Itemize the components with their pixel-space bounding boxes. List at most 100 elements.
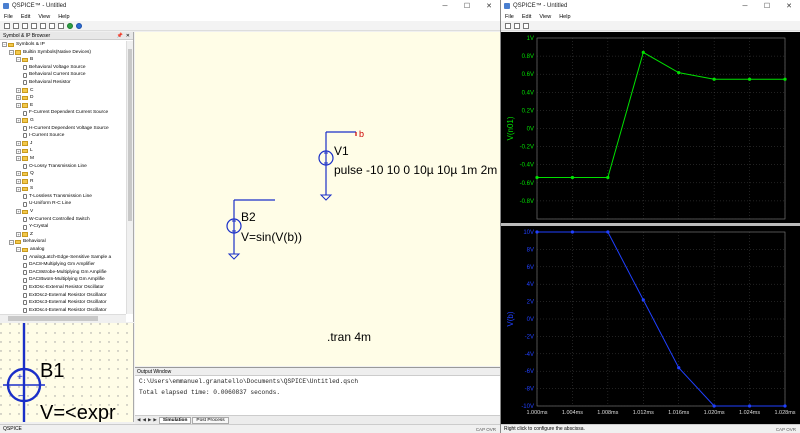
tree-folder[interactable]: −Builtin Symbols(Native Devices) xyxy=(0,49,126,57)
wave-open-icon[interactable] xyxy=(505,22,511,29)
tree-folder[interactable]: +C xyxy=(0,87,126,95)
expand-toggle-icon[interactable]: + xyxy=(16,87,21,93)
expand-toggle-icon[interactable]: − xyxy=(9,49,14,55)
wave-save-icon[interactable] xyxy=(514,22,520,29)
expand-toggle-icon[interactable]: + xyxy=(16,103,21,109)
tab-prev-icon[interactable]: ◀ xyxy=(142,417,146,422)
expand-toggle-icon[interactable]: + xyxy=(16,95,21,101)
tree-folder[interactable]: +R xyxy=(0,178,126,186)
v1-value[interactable]: pulse -10 10 0 10µ 10µ 1m 2m xyxy=(334,163,498,177)
wave-menu-view[interactable]: View xyxy=(539,13,552,20)
tree-folder[interactable]: −Behavioral xyxy=(0,238,126,246)
print-icon[interactable] xyxy=(58,22,64,29)
expand-toggle-icon[interactable]: + xyxy=(16,178,21,184)
expand-toggle-icon[interactable]: − xyxy=(16,247,21,253)
series-line-vn01[interactable] xyxy=(537,51,785,178)
save-file-icon[interactable] xyxy=(22,22,28,29)
tree-symbol-item[interactable]: H-Current Dependent Voltage Source xyxy=(0,125,126,133)
tree-symbol-item[interactable]: ExtOsc4-External Resistor Oscillator xyxy=(0,307,126,314)
tree-vertical-scrollbar[interactable] xyxy=(126,41,133,314)
tree-symbol-item[interactable]: T-Lossless Transmission Line xyxy=(0,193,126,201)
close-button[interactable]: ✕ xyxy=(486,3,492,10)
copy-icon[interactable] xyxy=(40,22,46,29)
wave-close-button[interactable]: ✕ xyxy=(786,3,792,10)
net-label-b[interactable]: b xyxy=(359,129,365,139)
expand-toggle-icon[interactable]: + xyxy=(16,171,21,177)
tree-symbol-item[interactable]: I-Current Source xyxy=(0,132,126,140)
wave-menu-file[interactable]: File xyxy=(505,13,514,20)
tree-symbol-item[interactable]: ExtOsc2-External Resistor Oscillator xyxy=(0,292,126,300)
paste-icon[interactable] xyxy=(49,22,55,29)
tree-folder[interactable]: −analog xyxy=(0,246,126,254)
tree-folder[interactable]: +J xyxy=(0,140,126,148)
tree-symbol-item[interactable]: W-Current Controlled Switch xyxy=(0,216,126,224)
wave-maximize-button[interactable]: ☐ xyxy=(763,3,771,10)
tree-folder[interactable]: +L xyxy=(0,147,126,155)
tree-folder[interactable]: +V xyxy=(0,208,126,216)
tab-first-icon[interactable]: ◀ xyxy=(137,417,141,422)
tree-symbol-item[interactable]: Behavioral Resistor xyxy=(0,79,126,87)
tree-symbol-item[interactable]: DAC8-Multiplying Gm Amplifier xyxy=(0,261,126,269)
tree-folder[interactable]: +M xyxy=(0,155,126,163)
panel-close-icon[interactable]: ✕ xyxy=(125,32,130,39)
settings-icon[interactable] xyxy=(76,22,82,29)
schematic-canvas[interactable]: b V1 pulse -10 10 0 10µ 10µ 1m 2m B2 V=s… xyxy=(135,32,500,366)
new-file-icon[interactable] xyxy=(4,22,10,29)
expand-toggle-icon[interactable]: + xyxy=(16,232,21,238)
plot-pane-2[interactable]: -10V-8V-6V-4V-2V0V2V4V6V8V10VV(b)1.000ms… xyxy=(506,230,796,416)
v1-instance-name[interactable]: V1 xyxy=(334,144,349,158)
pane-splitter[interactable] xyxy=(501,223,800,226)
wave-minimize-button[interactable]: ─ xyxy=(742,2,748,10)
expand-toggle-icon[interactable]: + xyxy=(16,148,21,154)
plot-pane-1[interactable]: -0.8V-0.6V-0.4V-0.2V0V0.2V0.4V0.6V0.8V1V… xyxy=(506,36,787,220)
tab-next-icon[interactable]: ▶ xyxy=(147,417,152,422)
open-file-icon[interactable] xyxy=(13,22,19,29)
tree-folder[interactable]: +Z xyxy=(0,231,126,239)
tab-simulation[interactable]: Simulation xyxy=(158,416,192,424)
expand-toggle-icon[interactable]: + xyxy=(16,156,21,162)
run-simulation-icon[interactable] xyxy=(67,22,73,29)
wave-menu-help[interactable]: Help xyxy=(559,13,571,20)
v1-voltage-source[interactable] xyxy=(318,131,357,201)
tree-symbol-item[interactable]: ExtOsc-External Resistor Oscillator xyxy=(0,284,126,292)
menu-help[interactable]: Help xyxy=(58,13,70,20)
tab-post-process[interactable]: Post Process xyxy=(192,416,229,424)
y-axis-label[interactable]: V(n01) xyxy=(506,116,515,140)
tree-symbol-item[interactable]: U-Uniform R-C Line xyxy=(0,200,126,208)
tree-symbol-item[interactable]: Y-Crystal xyxy=(0,223,126,231)
waveform-plots[interactable]: -0.8V-0.6V-0.4V-0.2V0V0.2V0.4V0.6V0.8V1V… xyxy=(501,32,800,424)
wave-menu-edit[interactable]: Edit xyxy=(521,13,532,20)
tree-symbol-item[interactable]: ExtOsc3-External Resistor Oscillator xyxy=(0,299,126,307)
expand-toggle-icon[interactable]: + xyxy=(16,186,21,192)
tree-folder[interactable]: +S xyxy=(0,185,126,193)
tree-folder[interactable]: +Q xyxy=(0,170,126,178)
tree-symbol-item[interactable]: F-Current Dependent Current Source xyxy=(0,109,126,117)
tree-symbol-item[interactable]: DAC8twoIn-Multiplying Gm Amplifie xyxy=(0,276,126,284)
tree-symbol-item[interactable]: Behavioral Voltage Source xyxy=(0,64,126,72)
expand-toggle-icon[interactable]: − xyxy=(2,42,7,48)
b2-value[interactable]: V=sin(V(b)) xyxy=(241,230,303,244)
tree-symbol-item[interactable]: O-Lossy Transmission Line xyxy=(0,163,126,171)
tree-folder[interactable]: +D xyxy=(0,94,126,102)
tree-folder[interactable]: −Symbols & IP xyxy=(0,41,126,49)
tree-folder[interactable]: +G xyxy=(0,117,126,125)
tree-symbol-item[interactable]: DAC8strobe-Multiplying Gm Amplifie xyxy=(0,269,126,277)
tree-symbol-item[interactable]: Behavioral Current Source xyxy=(0,71,126,79)
menu-file[interactable]: File xyxy=(4,13,13,20)
tran-directive[interactable]: .tran 4m xyxy=(327,330,372,344)
tree-horizontal-scrollbar[interactable] xyxy=(0,314,126,322)
b2-instance-name[interactable]: B2 xyxy=(241,210,256,224)
tree-folder[interactable]: +E xyxy=(0,102,126,110)
tree-folder[interactable]: −B xyxy=(0,56,126,64)
b2-behavioral-source[interactable] xyxy=(226,199,275,260)
minimize-button[interactable]: ─ xyxy=(442,2,448,10)
expand-toggle-icon[interactable]: + xyxy=(16,118,21,124)
cut-icon[interactable] xyxy=(31,22,37,29)
expand-toggle-icon[interactable]: + xyxy=(16,209,21,215)
series-line-vb[interactable] xyxy=(537,231,785,407)
expand-toggle-icon[interactable]: − xyxy=(9,239,14,245)
tab-last-icon[interactable]: ▶ xyxy=(153,417,157,422)
expand-toggle-icon[interactable]: − xyxy=(16,57,21,63)
tree-symbol-item[interactable]: AnalogLatch-Edge-Sensitive Sample a xyxy=(0,254,126,262)
